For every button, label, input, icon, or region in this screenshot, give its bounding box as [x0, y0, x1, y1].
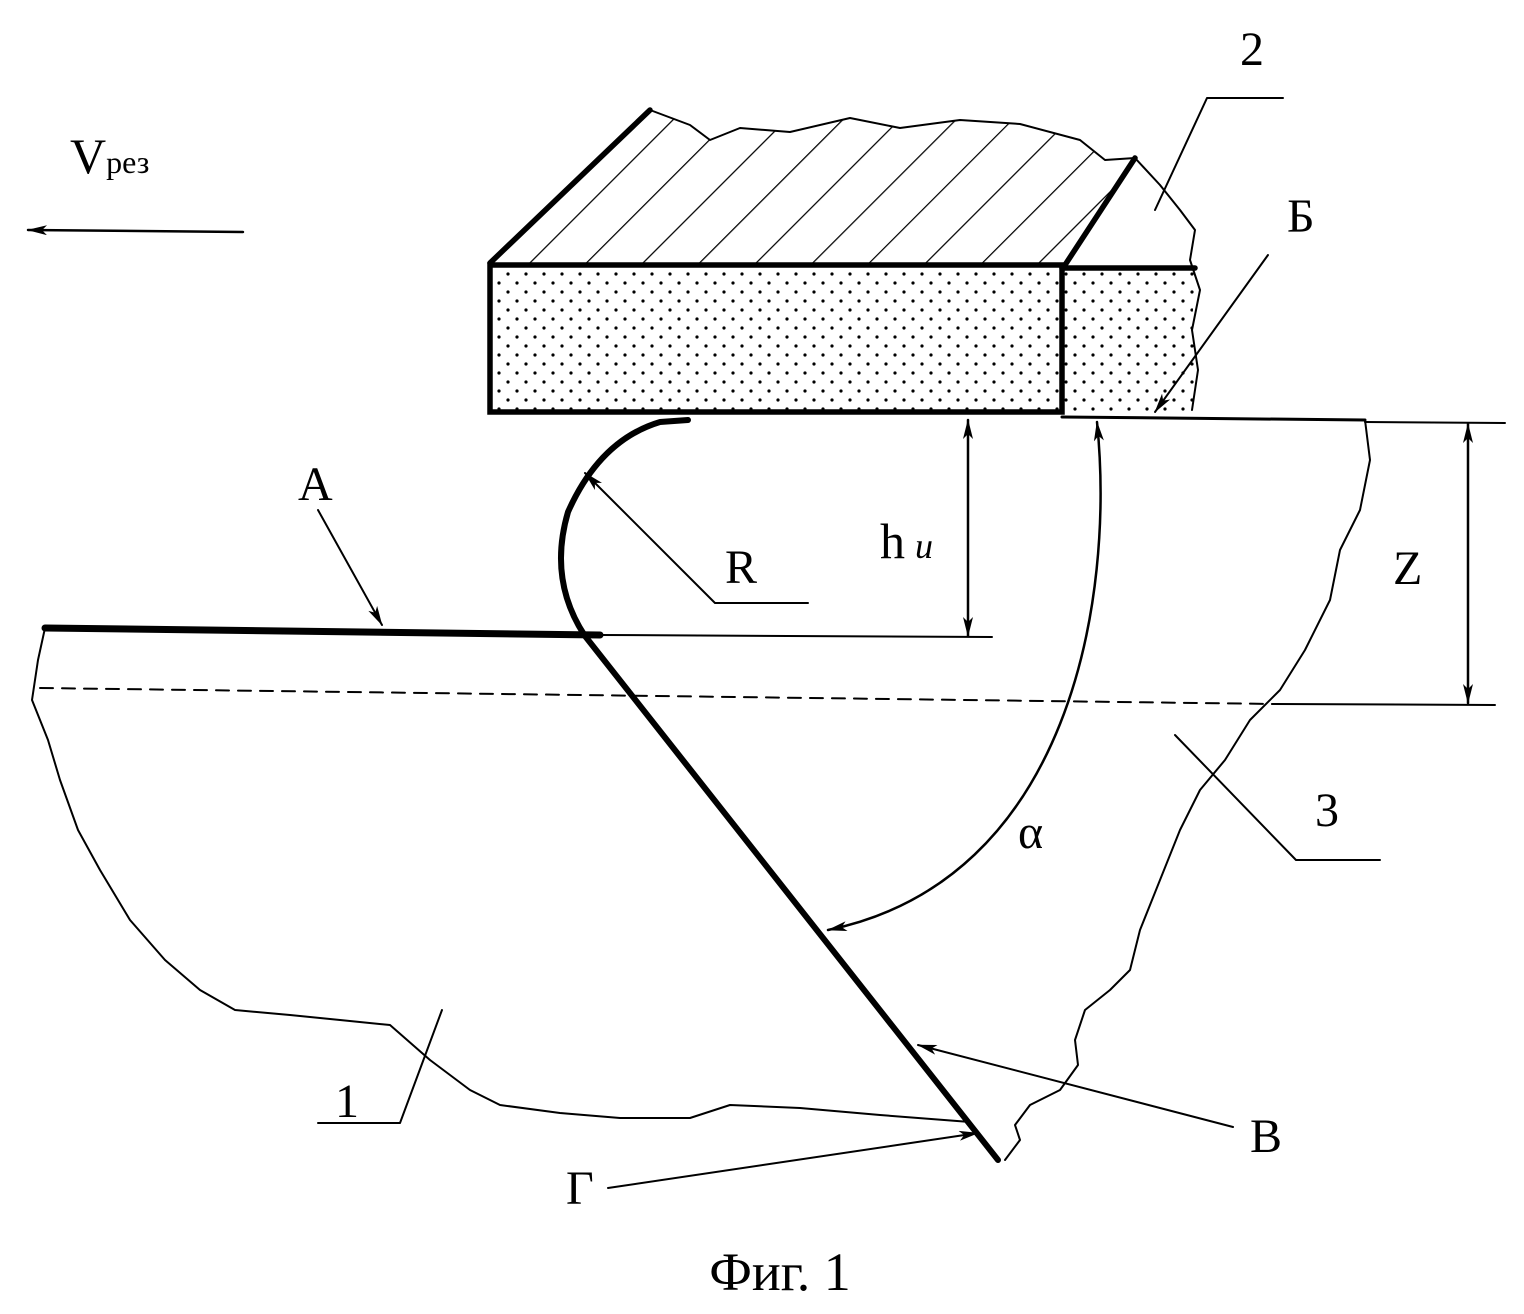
depth-label: hи [880, 513, 933, 569]
initial-surface-dashed [40, 688, 1275, 704]
allowance-label: Z [1393, 542, 1422, 595]
chip-curve [561, 420, 688, 636]
leader-g [608, 1133, 978, 1188]
leader-r [585, 473, 808, 603]
leader-a [318, 510, 382, 625]
tool-blade-main [490, 265, 1062, 412]
tool-bottom-face [1062, 417, 1365, 420]
tool-blade-right [1062, 268, 1198, 412]
leader-tool-2 [1155, 98, 1283, 210]
velocity-label: Vрез [70, 128, 149, 184]
part-number-label: 1 [335, 1075, 359, 1128]
tool-number-label: 2 [1240, 23, 1264, 76]
workpiece-left-break [32, 628, 970, 1122]
leader-3 [1175, 735, 1380, 860]
angle-arc [828, 422, 1101, 930]
initial-surface-extension [1275, 704, 1495, 705]
angle-label: α [1018, 806, 1043, 859]
machined-surface-reference [600, 635, 992, 637]
label-a: А [298, 458, 333, 511]
label-b: Б [1287, 190, 1315, 243]
label-g: Г [566, 1162, 594, 1215]
velocity-arrow [28, 230, 243, 232]
tool-face-extension [1365, 422, 1505, 423]
label-v: В [1250, 1110, 1282, 1163]
tool-holder-hatched [490, 110, 1135, 265]
figure-caption: Фиг. 1 [709, 1242, 851, 1302]
shear-line-b [585, 636, 998, 1160]
radius-label: R [725, 541, 757, 594]
workpiece-number-label: 3 [1315, 784, 1339, 837]
machined-surface-a [45, 628, 600, 635]
